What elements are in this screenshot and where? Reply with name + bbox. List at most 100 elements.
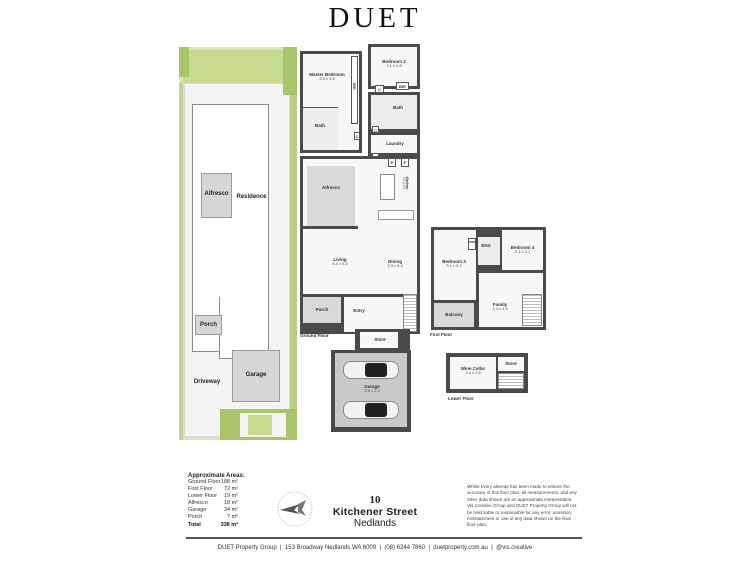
room-bedroom-2 — [371, 47, 417, 86]
room-dimensions: 5.4 x 5.4 — [332, 261, 348, 267]
room-store — [360, 332, 398, 348]
room-name: Family — [492, 302, 508, 307]
alfresco-label: Alfresco — [321, 185, 340, 190]
first-stair — [522, 294, 542, 326]
footer-address: 153 Broadway Nedlands WA 6009 — [284, 545, 377, 551]
family-label: Family 3.4 x 4.5 — [478, 302, 522, 312]
lower-floor-plan: Wine Cellar 3.4 x 2.8 Store Lower Floor — [446, 350, 536, 401]
area-row: Garage 34 m² — [188, 507, 238, 514]
area-label: Lower Floor — [188, 493, 218, 499]
room-dimensions: 5.8 x 6.0 — [364, 388, 380, 394]
bedroom-2-label: Bedroom 2 3.1 x 2.8 — [373, 59, 415, 69]
store-label: Store — [374, 337, 386, 342]
car-roof — [365, 363, 387, 377]
kitchen-island — [380, 174, 395, 200]
room-dimensions: 3.6 x 3.8 — [319, 76, 335, 82]
site-plan: Alfresco Residence Porch Garage Driveway — [179, 47, 297, 440]
area-value: 188 m² — [220, 479, 238, 485]
disclaimer: Whilst every attempt has been made to en… — [467, 484, 577, 528]
room-master-bath — [303, 107, 338, 150]
wir-master — [351, 56, 358, 124]
area-label: Ground Floor — [188, 479, 221, 485]
lower-store-label: Store — [505, 361, 517, 366]
footer-contact: DUET Property Group | 153 Broadway Nedla… — [0, 545, 750, 551]
site-garage — [232, 350, 280, 402]
entry-label: Entry — [353, 308, 365, 313]
site-driveway-label: Driveway — [193, 379, 221, 385]
area-total-label: Total — [188, 522, 201, 528]
footer-separator: | — [491, 545, 493, 551]
site-porch — [195, 315, 222, 335]
area-total-value: 338 m² — [220, 522, 238, 528]
area-value: 7 m² — [227, 514, 238, 520]
area-label: Garage — [188, 507, 207, 513]
duet-logo: DUET — [328, 2, 422, 34]
left-hedge — [179, 83, 183, 440]
room-laundry — [371, 135, 417, 153]
room-balcony — [434, 303, 474, 327]
room-dimensions: 3.4 x 2.8 — [465, 370, 481, 376]
room-lower-store — [498, 357, 524, 371]
bath-2-label: Bath — [393, 105, 403, 110]
wir-first: WIR — [468, 238, 476, 250]
ground-floor-plan: Master Bedroom 3.6 x 3.8 WIR Bath C Bedr… — [300, 44, 422, 436]
footer-separator: | — [280, 545, 282, 551]
pantry-2: P — [401, 158, 409, 167]
laundry-cupboard: C — [372, 126, 379, 133]
room-name: Bedroom 4 — [510, 245, 535, 250]
master-cupboard: C — [354, 132, 360, 140]
porch-label: Porch — [315, 307, 329, 312]
room-dimensions: 3.3 x 3.1 — [514, 249, 531, 255]
side-hedge — [290, 83, 297, 440]
room-porch — [303, 297, 341, 323]
site-porch-label: Porch — [199, 322, 217, 328]
lower-floor-label: Lower Floor — [448, 396, 474, 401]
garage-label: Garage 5.8 x 6.0 — [352, 384, 392, 394]
master-bath-label: Bath — [315, 123, 325, 128]
kitchen-bench — [378, 210, 414, 220]
area-value: 72 m² — [223, 486, 238, 492]
wall — [300, 226, 358, 229]
rear-hedge — [179, 47, 189, 77]
wir-master-label: WIR — [352, 82, 357, 90]
room-dimensions: 3.3 x 5.4 — [387, 263, 403, 269]
areas-title: Approximate Areas: — [188, 473, 245, 479]
room-dimensions: 4.5 x 3.5 — [401, 176, 406, 190]
site-alfresco-label: Alfresco — [204, 191, 229, 197]
residence-front — [219, 297, 269, 359]
pantry-1: P — [388, 158, 396, 167]
living-label: Living 5.4 x 5.4 — [325, 257, 355, 267]
footer-website-link[interactable]: duetproperty.com.au — [433, 545, 488, 551]
wine-cellar-label: Wine Cellar 3.4 x 2.8 — [450, 366, 496, 376]
area-value: 34 m² — [223, 507, 238, 513]
room-name: Wine Cellar — [460, 366, 486, 371]
balcony-label: Balcony — [445, 312, 463, 317]
laundry-label: Laundry — [386, 141, 404, 146]
room-ensuite — [478, 237, 500, 265]
footer-social-link[interactable]: @vis.creative — [496, 545, 533, 551]
room-name: Dining — [388, 259, 402, 264]
ground-stair — [403, 294, 417, 332]
north-arrow-icon — [276, 490, 314, 528]
footer-company: DUET Property Group — [217, 545, 277, 551]
room-bedroom-4 — [502, 230, 543, 270]
room-name: Master Bedroom — [309, 72, 345, 77]
bedroom-4-label: Bedroom 4 3.3 x 3.1 — [502, 245, 543, 255]
footer-phone[interactable]: (08) 6244 7860 — [384, 545, 426, 551]
street-number: 10 — [369, 494, 381, 506]
property-address: 10 Kitchener Street Nedlands — [300, 494, 450, 529]
front-lawn — [248, 415, 272, 435]
room-dimensions: 3.4 x 4.5 — [492, 306, 508, 312]
room-name: Bedroom 3 — [442, 259, 466, 264]
suburb: Nedlands — [353, 518, 397, 529]
car-roof — [365, 403, 387, 417]
site-garage-label: Garage — [245, 372, 267, 378]
room-bath-2 — [371, 95, 417, 129]
first-floor-label: First Floor — [430, 332, 453, 337]
master-bedroom-label: Master Bedroom 3.6 x 3.8 — [303, 72, 351, 82]
